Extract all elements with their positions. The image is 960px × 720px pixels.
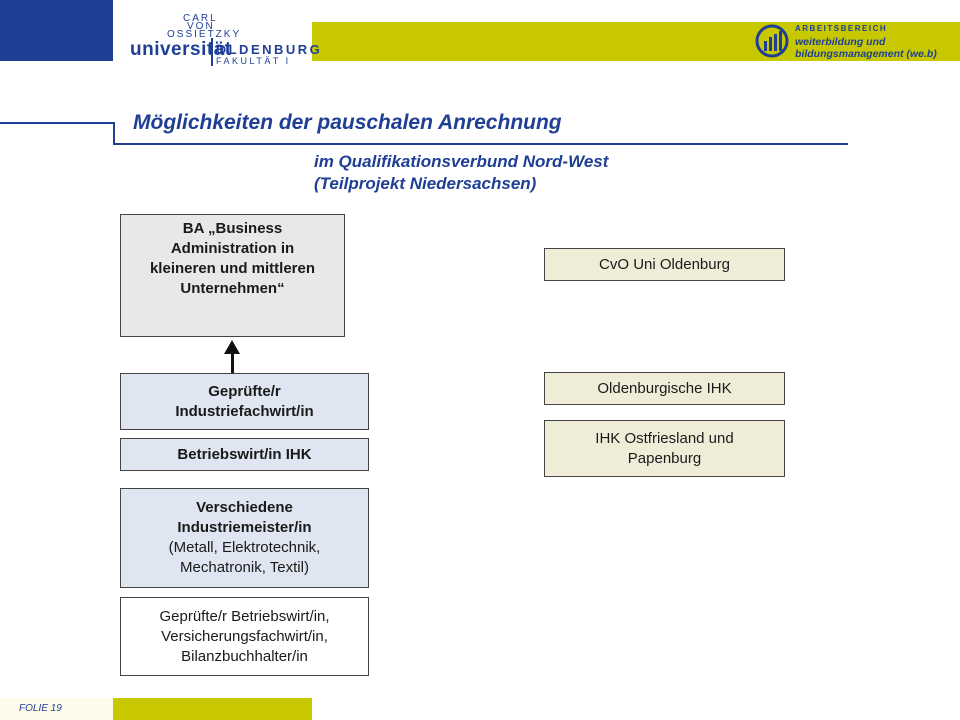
meister-title-line: Industriemeister/in bbox=[177, 519, 312, 536]
logo-von: VON bbox=[187, 21, 215, 32]
ba-program-box: BA „Business Administration in kleineren… bbox=[120, 214, 345, 337]
arrow-shaft bbox=[231, 352, 234, 374]
ihk-ostfriesland-line: Papenburg bbox=[627, 449, 702, 467]
ba-line: Administration in bbox=[170, 240, 295, 257]
gepruefte-line: Bilanzbuchhalter/in bbox=[181, 647, 308, 665]
industriefachwirt-line: Industriefachwirt/in bbox=[175, 402, 314, 420]
page-title: Möglichkeiten der pauschalen Anrechnung bbox=[133, 111, 562, 134]
gepruefte-line: Geprüfte/r Betriebswirt/in, bbox=[159, 607, 330, 625]
betriebswirt-ihk-box: Betriebswirt/in IHK bbox=[120, 438, 369, 471]
ba-line: BA „Business bbox=[182, 220, 283, 237]
arrow-up-icon bbox=[224, 340, 240, 354]
header-blue-block bbox=[0, 0, 113, 61]
logo-oldenburg: OLDENBURG bbox=[216, 42, 323, 57]
header-yellow-band bbox=[312, 22, 960, 61]
title-rule-bottom bbox=[113, 143, 848, 145]
gepruefte-betriebswirt-box: Geprüfte/r Betriebswirt/in, Versicherung… bbox=[120, 597, 369, 676]
ba-line: kleineren und mittleren bbox=[149, 260, 316, 277]
meister-detail-line: (Metall, Elektrotechnik, bbox=[168, 539, 321, 556]
slide-number: FOLIE 19 bbox=[0, 698, 113, 720]
gepruefte-line: Versicherungsfachwirt/in, bbox=[161, 627, 328, 645]
web-logo-line3: bildungsmanagement (we.b) bbox=[795, 48, 937, 60]
industriefachwirt-line: Geprüfte/r bbox=[208, 382, 281, 400]
cvo-label: CvO Uni Oldenburg bbox=[599, 255, 730, 273]
web-logo-icon bbox=[755, 24, 789, 58]
logo-ossietzky: OSSIETZKY bbox=[167, 29, 242, 40]
ihk-ostfriesland-box: IHK Ostfriesland und Papenburg bbox=[544, 420, 785, 477]
oldenburgische-ihk-label: Oldenburgische IHK bbox=[597, 379, 732, 397]
logo-universitaet: universität bbox=[130, 39, 232, 60]
logo-carl: CARL bbox=[183, 13, 218, 24]
title-rule-left bbox=[0, 122, 113, 124]
university-logo: CARL VON OSSIETZKY universität OLDENBURG… bbox=[125, 13, 320, 66]
web-logo: ARBEITSBEREICH weiterbildung und bildung… bbox=[755, 24, 955, 60]
title-rule-vertical bbox=[113, 122, 115, 144]
ihk-ostfriesland-line: IHK Ostfriesland und bbox=[595, 429, 734, 447]
industriemeister-box: Verschiedene Industriemeister/in (Metall… bbox=[120, 488, 369, 588]
betriebswirt-ihk-label: Betriebswirt/in IHK bbox=[177, 445, 312, 463]
cvo-uni-oldenburg-box: CvO Uni Oldenburg bbox=[544, 248, 785, 281]
subtitle: im Qualifikationsverbund Nord-West (Teil… bbox=[314, 151, 608, 195]
oldenburgische-ihk-box: Oldenburgische IHK bbox=[544, 372, 785, 405]
subtitle-line-2: (Teilprojekt Niedersachsen) bbox=[314, 174, 537, 193]
web-logo-line2: weiterbildung und bbox=[795, 36, 886, 48]
logo-fakultaet: FAKULTÄT I bbox=[216, 56, 291, 66]
meister-detail-line: Mechatronik, Textil) bbox=[180, 559, 309, 576]
logo-divider bbox=[211, 38, 213, 66]
web-logo-line1: ARBEITSBEREICH bbox=[795, 24, 888, 33]
meister-title-line: Verschiedene bbox=[196, 499, 293, 516]
subtitle-line-1: im Qualifikationsverbund Nord-West bbox=[314, 152, 609, 171]
industriefachwirt-box: Geprüfte/r Industriefachwirt/in bbox=[120, 373, 369, 430]
ba-line: Unternehmen“ bbox=[180, 280, 285, 297]
footer-yellow-band bbox=[113, 698, 312, 720]
